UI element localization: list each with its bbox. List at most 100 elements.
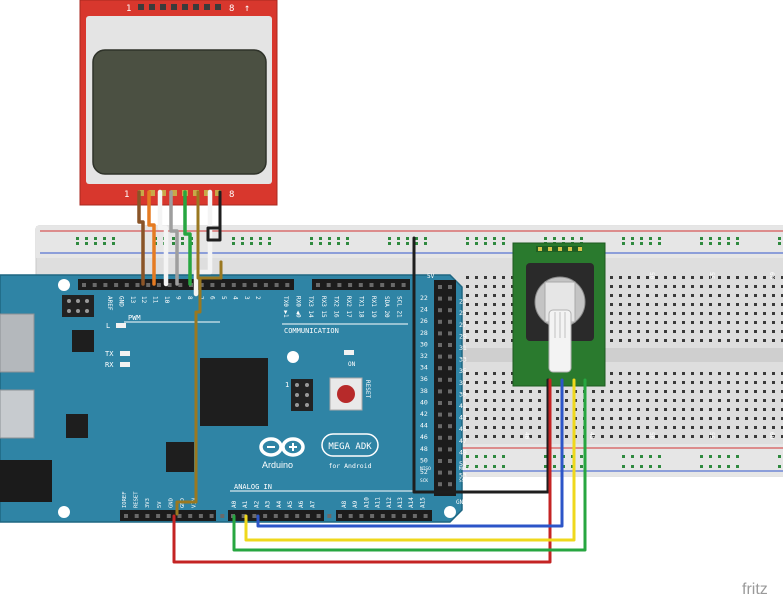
breadboard-hole (655, 399, 658, 402)
header-pin (448, 308, 452, 313)
breadboard-hole (736, 294, 739, 297)
digital-pin-label: 25 (459, 309, 467, 317)
breadboard-hole (763, 381, 766, 384)
header-pin (82, 283, 86, 287)
breadboard-hole (772, 417, 775, 420)
rail-hole (259, 242, 262, 245)
breadboard-hole (781, 399, 783, 402)
header-pin (438, 354, 442, 359)
breadboard-hole (493, 408, 496, 411)
rail-hole (580, 455, 583, 458)
breadboard-hole (565, 399, 568, 402)
breadboard-hole (628, 372, 631, 375)
breadboard-hole (781, 312, 783, 315)
breadboard-hole (718, 381, 721, 384)
model-sub-label: for Android (328, 462, 371, 470)
header-pin (438, 424, 442, 429)
breadboard-hole (529, 435, 532, 438)
rail-hole (493, 242, 496, 245)
breadboard-hole (556, 399, 559, 402)
breadboard-hole (745, 390, 748, 393)
breadboard-hole (601, 417, 604, 420)
rail-hole (553, 455, 556, 458)
breadboard-hole (754, 312, 757, 315)
breadboard-hole (628, 285, 631, 288)
rail-hole (658, 242, 661, 245)
breadboard-hole (673, 312, 676, 315)
breadboard-hole (637, 399, 640, 402)
breadboard-hole (754, 276, 757, 279)
header-pin (295, 514, 300, 518)
header-pin (285, 283, 290, 287)
analog-pin-label: A9 (352, 500, 359, 508)
breadboard-hole (709, 417, 712, 420)
breadboard-hole (601, 399, 604, 402)
breadboard-hole (610, 312, 613, 315)
digital-pin-label: 50 (420, 456, 428, 464)
rail-hole (241, 242, 244, 245)
communication-pin-label: RX0 ◀0 (295, 296, 302, 318)
breadboard-hole (538, 417, 541, 420)
header-pin (209, 514, 214, 518)
header-pin (242, 283, 247, 287)
breadboard-hole (484, 294, 487, 297)
breadboard-hole (736, 417, 739, 420)
breadboard-hole (466, 285, 469, 288)
breadboard-hole (646, 417, 649, 420)
rail-hole (310, 237, 313, 240)
breadboard-hole (673, 390, 676, 393)
breadboard-hole (763, 303, 766, 306)
icsp-pin-label: MISO (420, 466, 431, 472)
header-pin (448, 377, 452, 382)
breadboard-hole (466, 399, 469, 402)
wire-black-rail-gnd (412, 236, 456, 494)
breadboard-hole (628, 294, 631, 297)
pwm-pin-label: 12 (140, 296, 147, 304)
pwm-pin-label: 10 (163, 296, 170, 304)
rail-hole (466, 237, 469, 240)
breadboard-hole (682, 399, 685, 402)
breadboard-hole (493, 276, 496, 279)
breadboard-hole (745, 417, 748, 420)
breadboard-hole (682, 285, 685, 288)
breadboard-hole (754, 330, 757, 333)
lcd-pin (138, 190, 144, 196)
breadboard-hole (637, 372, 640, 375)
breadboard-hole (619, 408, 622, 411)
breadboard-hole (781, 276, 783, 279)
rail-hole (649, 465, 652, 468)
breadboard-hole (709, 276, 712, 279)
icsp-header-2 (291, 379, 313, 411)
lcd-pin (215, 190, 221, 196)
breadboard-hole (610, 399, 613, 402)
breadboard-hole (763, 408, 766, 411)
breadboard-hole (736, 426, 739, 429)
rail-hole (337, 237, 340, 240)
breadboard-hole (646, 321, 649, 324)
breadboard-hole (736, 372, 739, 375)
breadboard-hole (682, 339, 685, 342)
rail-hole (700, 465, 703, 468)
breadboard-hole (691, 339, 694, 342)
rail-hole (718, 465, 721, 468)
header-pin (438, 470, 442, 475)
lcd-top-pin-last: 8 (229, 4, 234, 14)
breadboard-hole (772, 390, 775, 393)
header-pin (305, 514, 310, 518)
header-pin (156, 514, 161, 518)
breadboard-hole (664, 408, 667, 411)
breadboard-hole (682, 321, 685, 324)
rail-hole (250, 242, 253, 245)
header-pin (448, 470, 452, 475)
reset-button[interactable] (329, 377, 363, 411)
breadboard-hole (682, 372, 685, 375)
breadboard-hole (655, 435, 658, 438)
breadboard-hole (772, 276, 775, 279)
lcd-pin (204, 4, 210, 10)
rail-hole (571, 237, 574, 240)
breadboard-hole (700, 276, 703, 279)
led-tx (120, 351, 130, 356)
header-pin (316, 514, 321, 518)
digital-pin-label: 37 (459, 379, 467, 387)
